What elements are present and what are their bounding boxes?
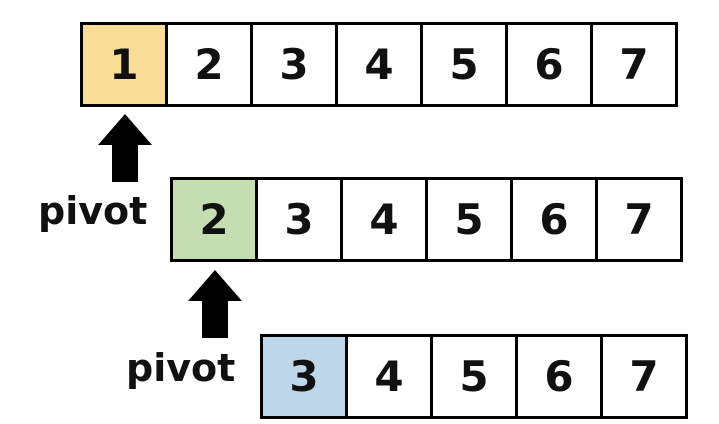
array-cell: 4: [340, 177, 428, 262]
pivot-label: pivot: [38, 189, 148, 233]
array-cell: 6: [505, 22, 593, 107]
up-arrow-icon: [188, 270, 242, 338]
pivot-cell: 1: [80, 22, 168, 107]
array-cell: 5: [430, 334, 518, 419]
pivot-label: pivot: [126, 346, 236, 390]
array-cell: 4: [345, 334, 433, 419]
array-cell: 7: [590, 22, 678, 107]
array-cell: 5: [425, 177, 513, 262]
pivot-cell: 3: [260, 334, 348, 419]
array-cell: 2: [165, 22, 253, 107]
up-arrow-icon: [98, 114, 152, 182]
array-cell: 6: [515, 334, 603, 419]
array-cell: 4: [335, 22, 423, 107]
array-cell: 3: [250, 22, 338, 107]
array-cell: 6: [510, 177, 598, 262]
pivot-cell: 2: [170, 177, 258, 262]
array-cell: 7: [600, 334, 688, 419]
array-cell: 7: [595, 177, 683, 262]
array-cell: 5: [420, 22, 508, 107]
array-cell: 3: [255, 177, 343, 262]
